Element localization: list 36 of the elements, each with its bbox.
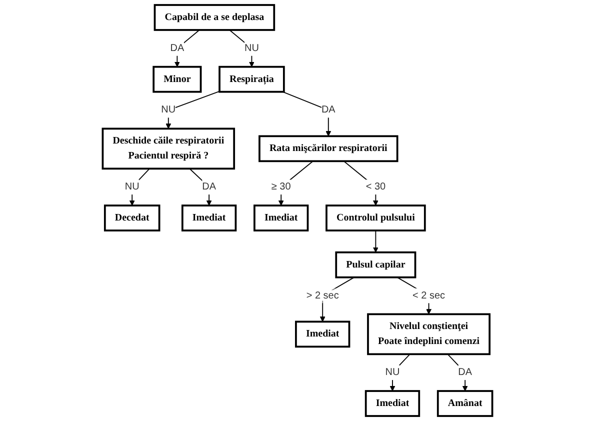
arrow — [282, 91, 332, 136]
node-box: Amânat — [436, 390, 494, 417]
node-box: Imediat — [364, 390, 420, 417]
arrow — [129, 168, 150, 206]
node-box: Respirația — [218, 66, 285, 93]
arrow — [372, 230, 378, 253]
edge-label: DA — [458, 366, 472, 378]
edge-label: NU — [385, 366, 400, 378]
arrow — [343, 160, 378, 206]
node-box: Imediat — [295, 320, 350, 348]
edge-label: < 2 sec — [412, 290, 446, 301]
node-box: Capabil de a se deplasa — [154, 4, 276, 31]
edge-label: ≥ 30 — [271, 181, 291, 192]
node-box: Decedat — [104, 204, 160, 232]
edge-label: DA — [321, 104, 336, 116]
node-box: Rata mişcărilor respiratorii — [258, 135, 398, 162]
arrow — [189, 168, 212, 206]
node-box: Pulsul capilar — [335, 251, 416, 278]
edge-label: NU — [161, 104, 176, 116]
edge-label: DA — [170, 42, 184, 54]
edge-label: NU — [124, 181, 140, 192]
node-box: Imediat — [181, 204, 237, 232]
arrow — [447, 354, 468, 392]
arrow — [278, 160, 314, 206]
arrow — [166, 90, 220, 129]
arrow — [390, 354, 410, 392]
edge-label: DA — [202, 181, 216, 192]
edge-label: > 2 sec — [306, 290, 339, 301]
edge-label: < 30 — [366, 181, 386, 192]
node-box: Controlul pulsului — [326, 204, 426, 232]
node-box: Minor — [152, 66, 202, 93]
arrow — [229, 30, 254, 68]
edge-label: NU — [244, 42, 259, 54]
node-box: Nivelul conştienţei Poate îndeplini comenzi — [367, 313, 491, 356]
node-box: Deschide căile respiratorii Pacientul respiră ? — [102, 128, 236, 170]
node-box: Imediat — [254, 204, 309, 232]
